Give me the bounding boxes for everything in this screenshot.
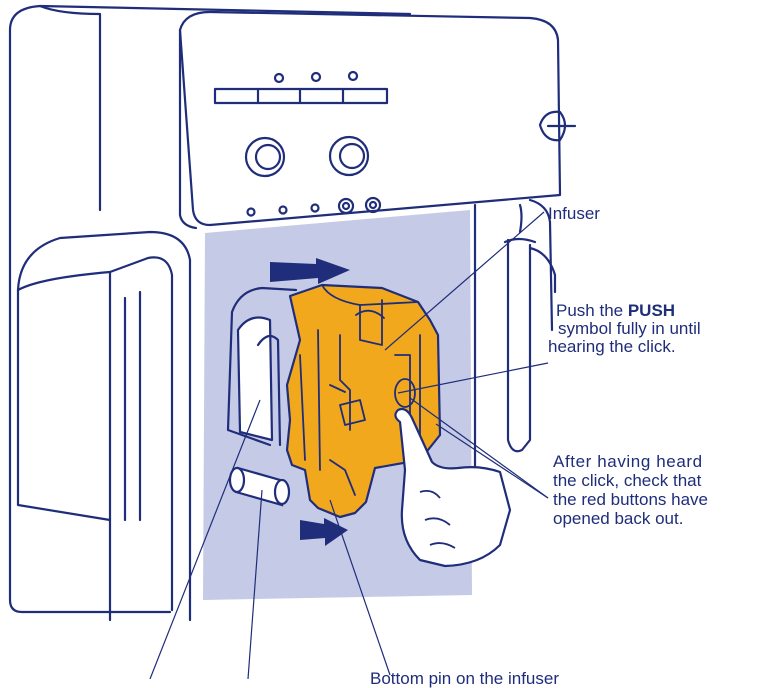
label-push-instruction: Push the PUSH [556,302,675,319]
indicator-light [310,71,322,83]
label-after-line1: After having heard [553,452,703,471]
label-push-word: PUSH [627,301,676,320]
right-housing [473,198,554,502]
leader-after-2 [435,423,549,499]
push-arrow-icon [300,518,348,546]
slot-frame [226,286,298,447]
leader-bottom-pin [329,499,391,676]
knob-left [244,136,286,178]
side-door [16,230,192,622]
control-panel-side [178,28,198,230]
leader-after-1 [409,397,549,499]
steam-wand [506,238,532,453]
knob-right [328,135,370,177]
machine-body-inner-edge [38,4,102,212]
infuser-body [285,283,442,519]
indicator-light [347,70,359,82]
pointing-hand-icon [394,407,512,568]
leader-infuser [384,211,545,351]
label-after-line3: the red buttons have [553,490,709,509]
steam-knob [538,110,577,142]
label-after-line4: opened back out. [553,509,684,528]
push-arrow-icon [270,258,350,284]
leader-slot [149,399,261,679]
label-push-line2: symbol fully in until [558,319,701,338]
leader-pin [247,489,263,679]
bottom-pin [228,466,291,507]
leader-push [397,362,549,394]
label-push-prefix: Push the [556,301,628,320]
control-panel [178,10,562,227]
indicator-light [273,72,285,84]
label-infuser: Infuser [548,204,600,223]
label-after-line2: the click, check that [553,471,702,490]
label-push-line3: hearing the click. [548,337,676,356]
